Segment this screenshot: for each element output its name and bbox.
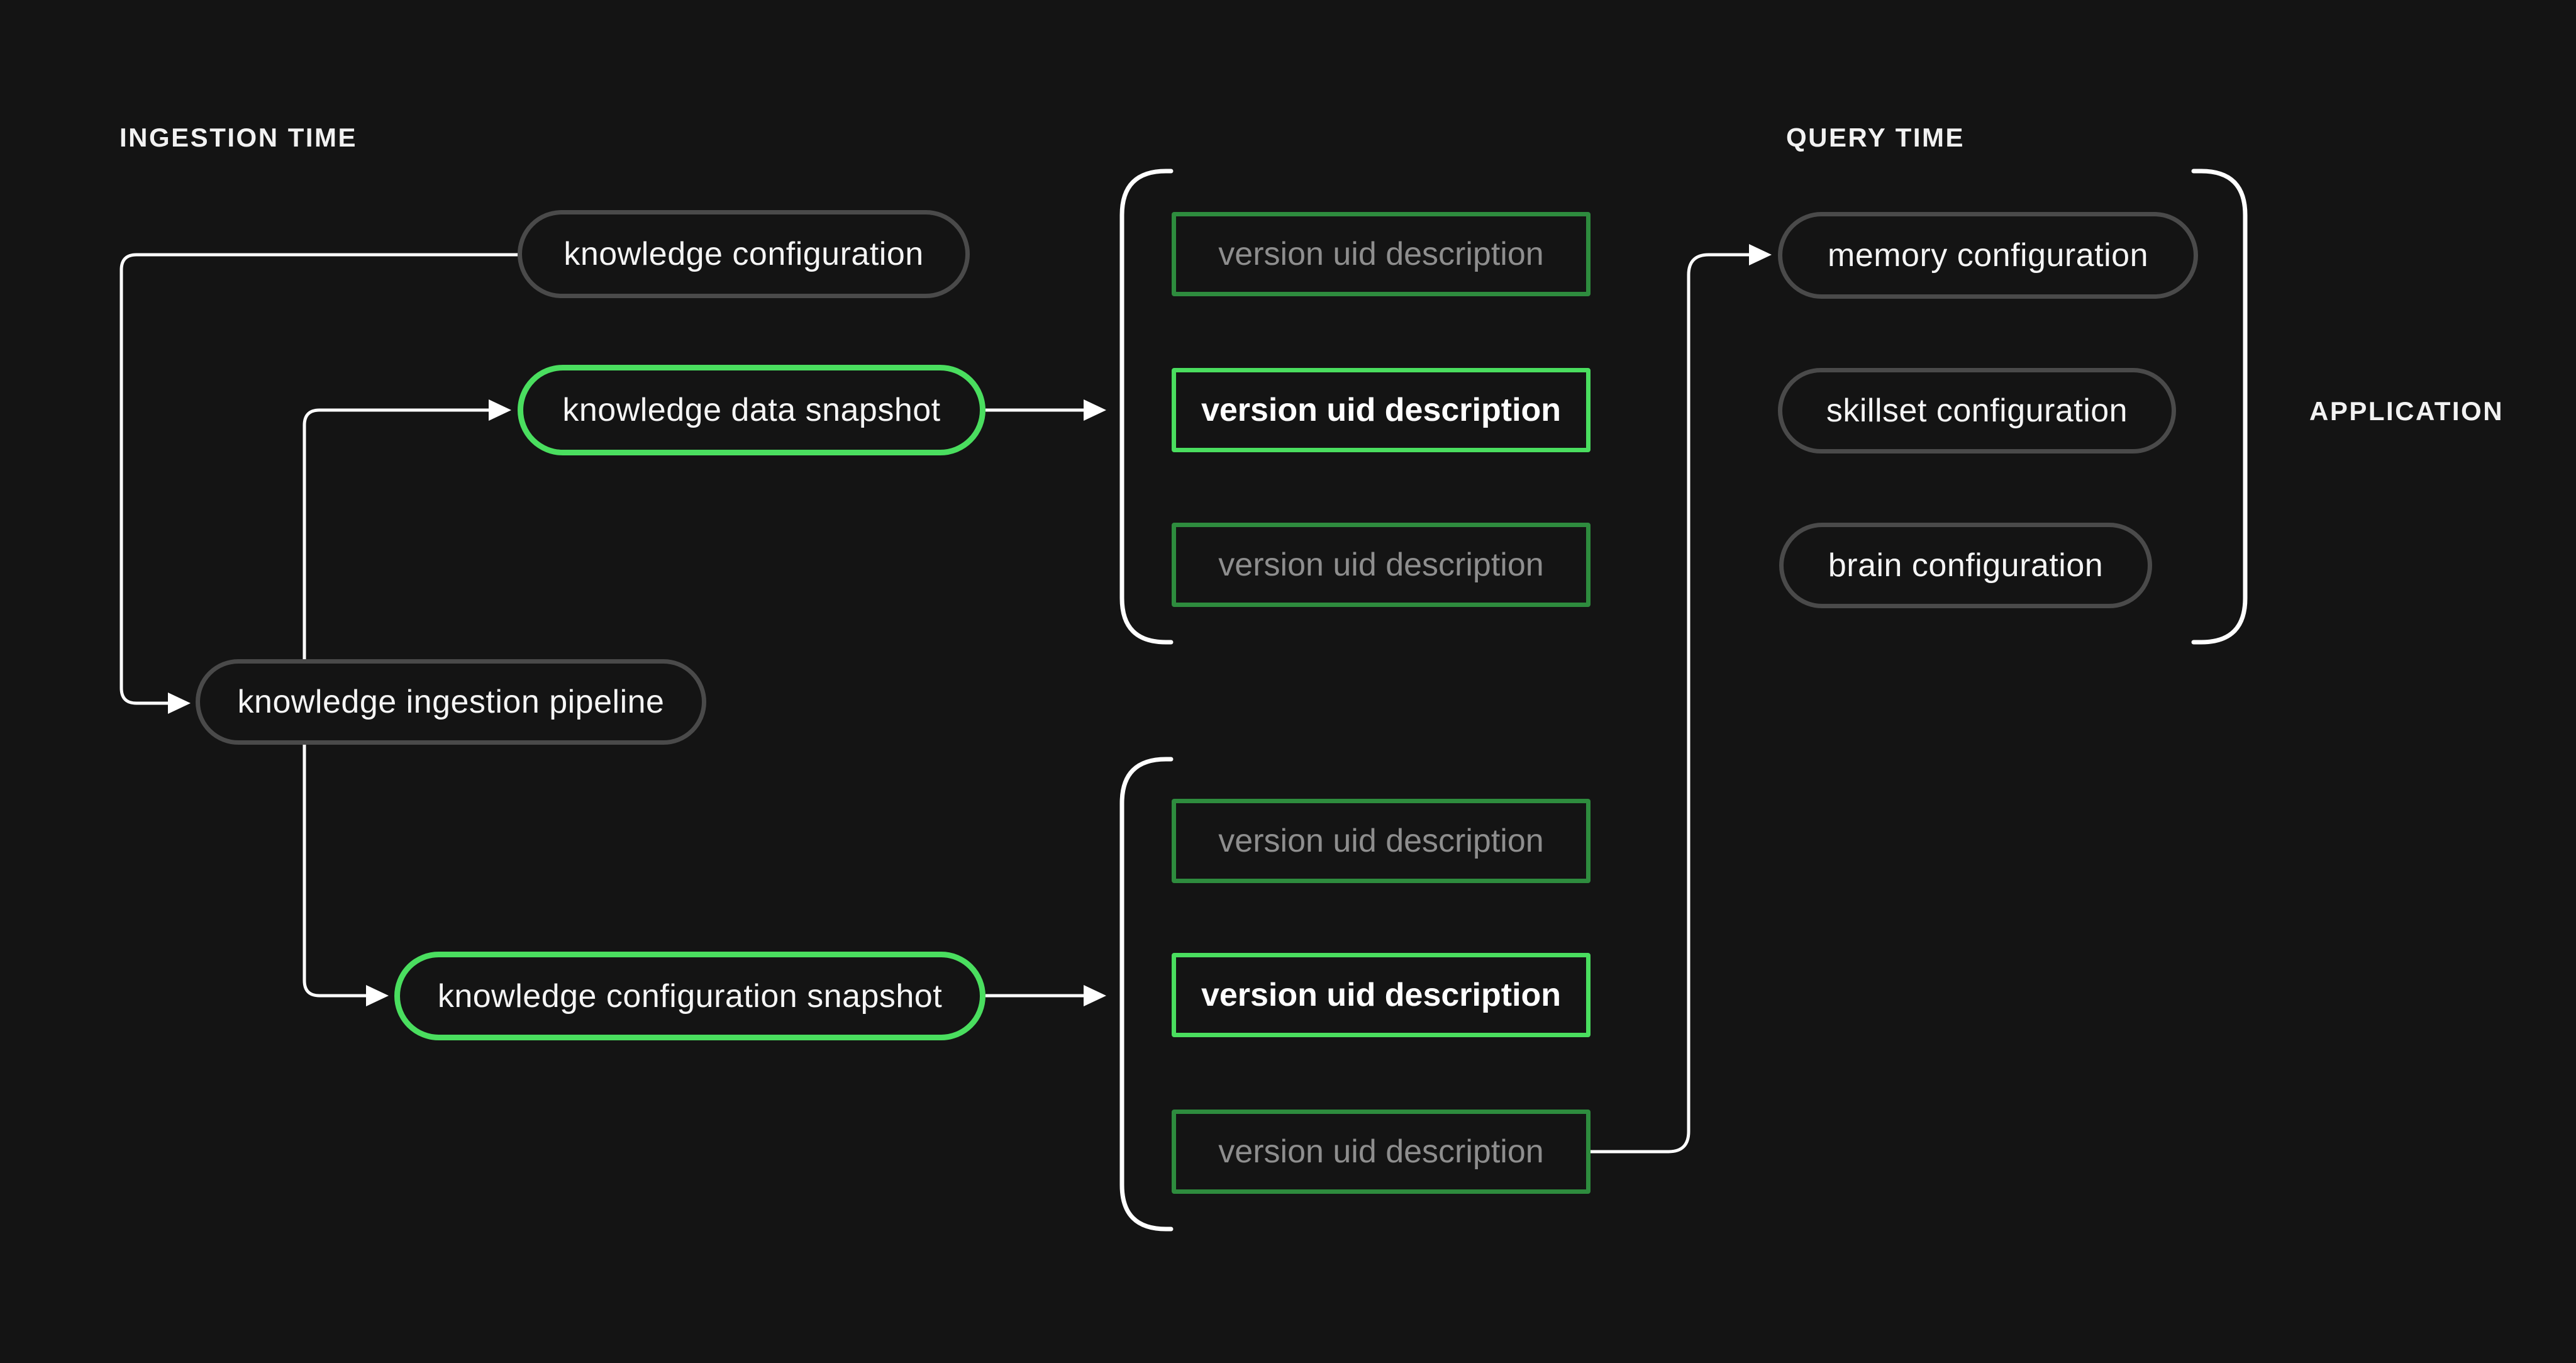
connector-config-to-pipeline (119, 253, 518, 714)
version-box-label: version uid description (1218, 236, 1544, 272)
version-box-label: version uid description (1218, 547, 1544, 583)
node-knowledge-configuration-snapshot: knowledge configuration snapshot (394, 952, 985, 1040)
node-knowledge-data-snapshot: knowledge data snapshot (518, 365, 985, 455)
bracket-application (2191, 169, 2248, 645)
node-brain-configuration: brain configuration (1779, 523, 2152, 608)
ingestion-time-label: INGESTION TIME (119, 123, 358, 152)
version-box-data-2: version uid description (1172, 368, 1591, 452)
connector-pipeline-to-data-snapshot (303, 399, 511, 659)
bracket-config-snapshot-versions (1119, 757, 1174, 1232)
connector-version-to-memory-config (1591, 244, 1772, 1154)
node-label: knowledge data snapshot (562, 392, 941, 428)
node-memory-configuration: memory configuration (1778, 212, 2198, 299)
node-label: memory configuration (1828, 237, 2148, 274)
node-knowledge-ingestion-pipeline: knowledge ingestion pipeline (196, 659, 706, 745)
application-label: APPLICATION (2309, 396, 2504, 426)
node-skillset-configuration: skillset configuration (1778, 368, 2176, 453)
node-label: knowledge ingestion pipeline (237, 684, 665, 720)
node-label: knowledge configuration (564, 236, 924, 272)
node-label: knowledge configuration snapshot (437, 977, 943, 1015)
version-box-data-1: version uid description (1172, 212, 1591, 296)
version-box-label: version uid description (1218, 823, 1544, 859)
node-label: skillset configuration (1826, 392, 2128, 429)
version-box-label: version uid description (1218, 1133, 1544, 1170)
connector-pipeline-to-config-snapshot (303, 745, 389, 1006)
version-box-config-1: version uid description (1172, 799, 1591, 883)
node-knowledge-configuration: knowledge configuration (518, 210, 970, 298)
version-box-label: version uid description (1201, 392, 1562, 428)
version-box-config-2: version uid description (1172, 953, 1591, 1037)
query-time-label: QUERY TIME (1786, 123, 1965, 152)
version-box-data-3: version uid description (1172, 523, 1591, 607)
version-box-config-3: version uid description (1172, 1110, 1591, 1194)
node-label: brain configuration (1828, 547, 2104, 584)
version-box-label: version uid description (1201, 977, 1562, 1013)
bracket-data-snapshot-versions (1119, 169, 1174, 645)
